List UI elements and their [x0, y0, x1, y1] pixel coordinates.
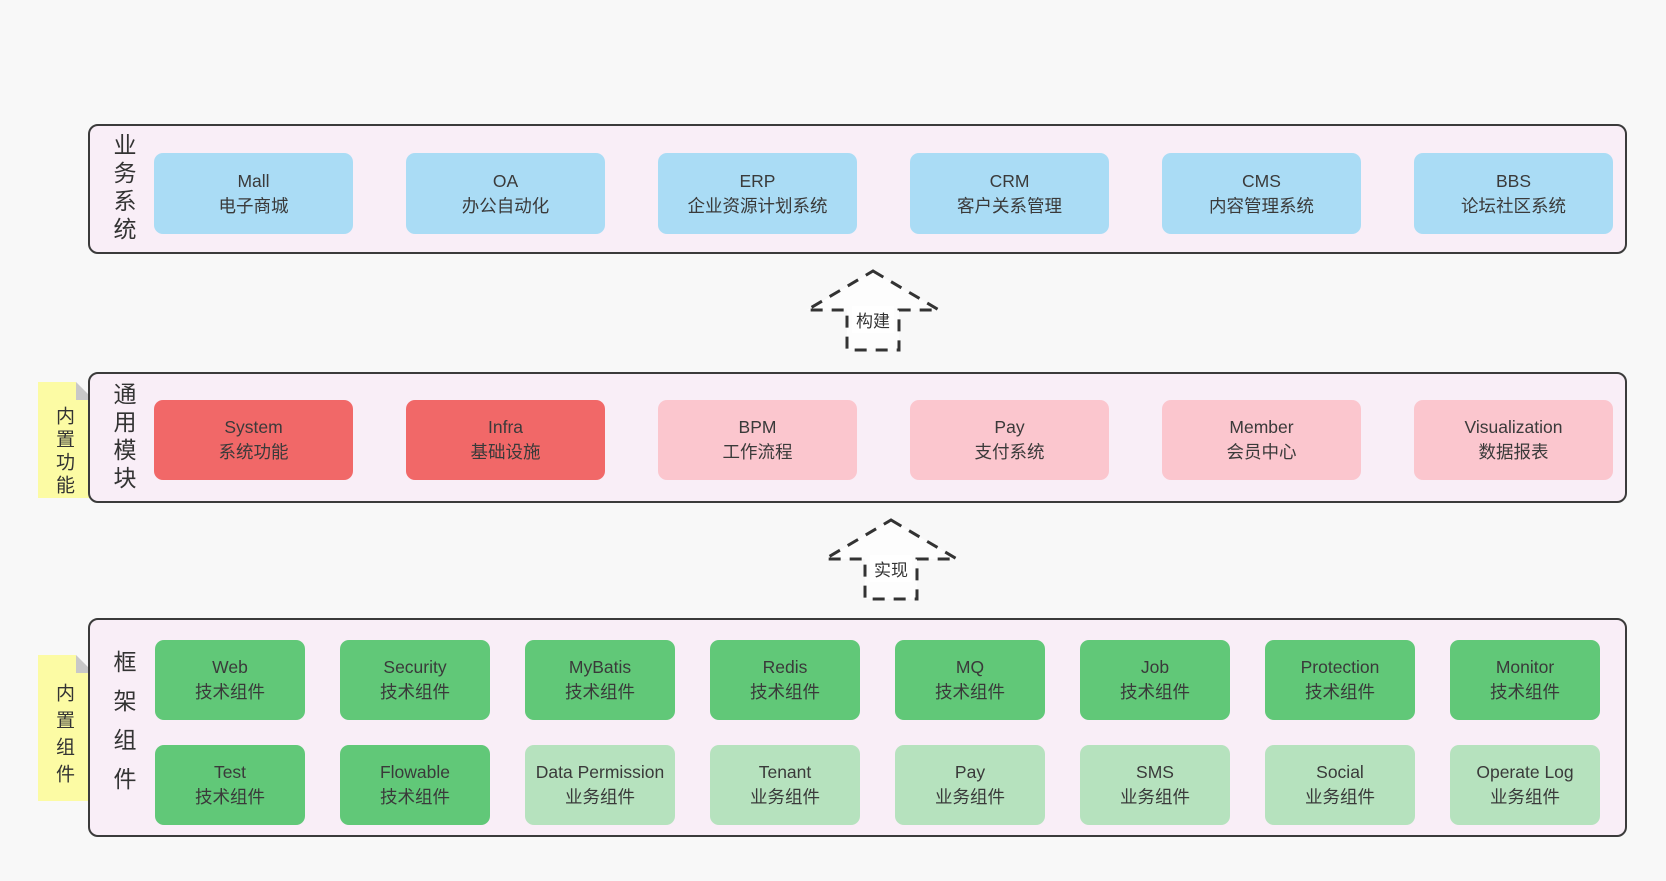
sticky-note-builtin-features: 内置功能	[38, 382, 94, 498]
box-subtitle: 技术组件	[1120, 682, 1190, 702]
box-subtitle: 业务组件	[565, 787, 635, 807]
box-crm: CRM 客户关系管理	[910, 153, 1109, 234]
box-system: System 系统功能	[154, 400, 353, 480]
box-title: Tenant	[758, 762, 812, 783]
arrow-label-implement: 实现	[870, 555, 912, 582]
box-title: Data Permission	[535, 762, 665, 783]
box-title: Infra	[487, 417, 524, 438]
box-cms: CMS 内容管理系统	[1162, 153, 1361, 234]
box-infra: Infra 基础设施	[406, 400, 605, 480]
box-subtitle: 技术组件	[1490, 682, 1560, 702]
box-subtitle: 会员中心	[1226, 442, 1297, 462]
box-title: MQ	[955, 657, 985, 678]
box-mq: MQ 技术组件	[895, 640, 1045, 720]
box-oa: OA 办公自动化	[406, 153, 605, 234]
up-arrow-build: 构建	[803, 268, 943, 354]
box-subtitle: 业务组件	[1305, 787, 1375, 807]
box-data-permission: Data Permission 业务组件	[525, 745, 675, 825]
box-title: Pay	[994, 417, 1025, 438]
box-subtitle: 技术组件	[195, 787, 265, 807]
box-subtitle: 基础设施	[470, 442, 541, 462]
box-title: Visualization	[1464, 417, 1563, 438]
box-subtitle: 技术组件	[1305, 682, 1375, 702]
box-monitor: Monitor 技术组件	[1450, 640, 1600, 720]
box-tenant: Tenant 业务组件	[710, 745, 860, 825]
box-subtitle: 技术组件	[750, 682, 820, 702]
box-subtitle: 支付系统	[974, 442, 1045, 462]
box-subtitle: 技术组件	[565, 682, 635, 702]
sticky-note-builtin-components: 内置组件	[38, 655, 94, 801]
band-common-modules: 通用模块 System 系统功能 Infra 基础设施 BPM 工作流程 Pay…	[88, 372, 1627, 503]
box-title: Web	[212, 657, 248, 678]
box-title: Monitor	[1495, 657, 1555, 678]
box-subtitle: 业务组件	[935, 787, 1005, 807]
box-title: CMS	[1242, 170, 1281, 191]
box-bbs: BBS 论坛社区系统	[1414, 153, 1613, 234]
box-title: ERP	[739, 170, 776, 191]
box-subtitle: 工作流程	[722, 442, 793, 462]
arrow-label-build: 构建	[852, 306, 894, 333]
box-title: CRM	[989, 170, 1030, 191]
box-title: BPM	[738, 417, 777, 438]
box-sms: SMS 业务组件	[1080, 745, 1230, 825]
box-title: Flowable	[379, 762, 451, 783]
box-security: Security 技术组件	[340, 640, 490, 720]
box-pay-component: Pay 业务组件	[895, 745, 1045, 825]
box-subtitle: 技术组件	[195, 682, 265, 702]
box-flowable: Flowable 技术组件	[340, 745, 490, 825]
box-title: Redis	[762, 657, 808, 678]
box-subtitle: 技术组件	[935, 682, 1005, 702]
box-subtitle: 技术组件	[380, 787, 450, 807]
box-subtitle: 业务组件	[1120, 787, 1190, 807]
band-title-common-modules: 通用模块	[110, 381, 136, 494]
box-title: Job	[1140, 657, 1170, 678]
box-title: MyBatis	[568, 657, 632, 678]
box-protection: Protection 技术组件	[1265, 640, 1415, 720]
box-subtitle: 业务组件	[1490, 787, 1560, 807]
box-title: Pay	[954, 762, 986, 783]
box-redis: Redis 技术组件	[710, 640, 860, 720]
up-arrow-implement: 实现	[821, 517, 961, 603]
sticky-note-label: 内置功能	[53, 406, 74, 498]
box-subtitle: 论坛社区系统	[1461, 195, 1566, 216]
box-subtitle: 电子商城	[218, 195, 289, 216]
box-title: BBS	[1495, 170, 1532, 191]
box-bpm: BPM 工作流程	[658, 400, 857, 480]
box-subtitle: 业务组件	[750, 787, 820, 807]
box-title: Social	[1316, 762, 1364, 783]
sticky-note-label: 内置组件	[53, 683, 74, 791]
box-subtitle: 客户关系管理	[957, 195, 1062, 216]
box-erp: ERP 企业资源计划系统	[658, 153, 857, 234]
box-subtitle: 办公自动化	[461, 195, 550, 216]
box-title: Mall	[237, 170, 270, 191]
box-social: Social 业务组件	[1265, 745, 1415, 825]
band-title-framework-components: 框架组件	[110, 649, 136, 806]
box-subtitle: 内容管理系统	[1209, 195, 1314, 216]
box-visualization: Visualization 数据报表	[1414, 400, 1613, 480]
box-subtitle: 技术组件	[380, 682, 450, 702]
box-pay-system: Pay 支付系统	[910, 400, 1109, 480]
box-title: OA	[492, 170, 519, 191]
box-web: Web 技术组件	[155, 640, 305, 720]
box-subtitle: 系统功能	[218, 442, 289, 462]
box-member: Member 会员中心	[1162, 400, 1361, 480]
box-title: Security	[383, 657, 447, 678]
box-subtitle: 数据报表	[1478, 442, 1549, 462]
box-title: System	[224, 417, 283, 438]
box-title: Protection	[1300, 657, 1380, 678]
band-business-systems: 业务系统 Mall 电子商城 OA 办公自动化 ERP 企业资源计划系统 CRM…	[88, 124, 1627, 254]
box-mybatis: MyBatis 技术组件	[525, 640, 675, 720]
box-mall: Mall 电子商城	[154, 153, 353, 234]
box-title: Test	[213, 762, 247, 783]
box-title: Operate Log	[1476, 762, 1574, 783]
box-operate-log: Operate Log 业务组件	[1450, 745, 1600, 825]
box-job: Job 技术组件	[1080, 640, 1230, 720]
box-title: SMS	[1136, 762, 1174, 783]
band-framework-components: 框架组件 Web 技术组件 Security 技术组件 MyBatis 技术组件…	[88, 618, 1627, 837]
box-subtitle: 企业资源计划系统	[687, 195, 828, 216]
box-test: Test 技术组件	[155, 745, 305, 825]
band-title-business-systems: 业务系统	[110, 133, 136, 245]
box-title: Member	[1229, 417, 1294, 438]
